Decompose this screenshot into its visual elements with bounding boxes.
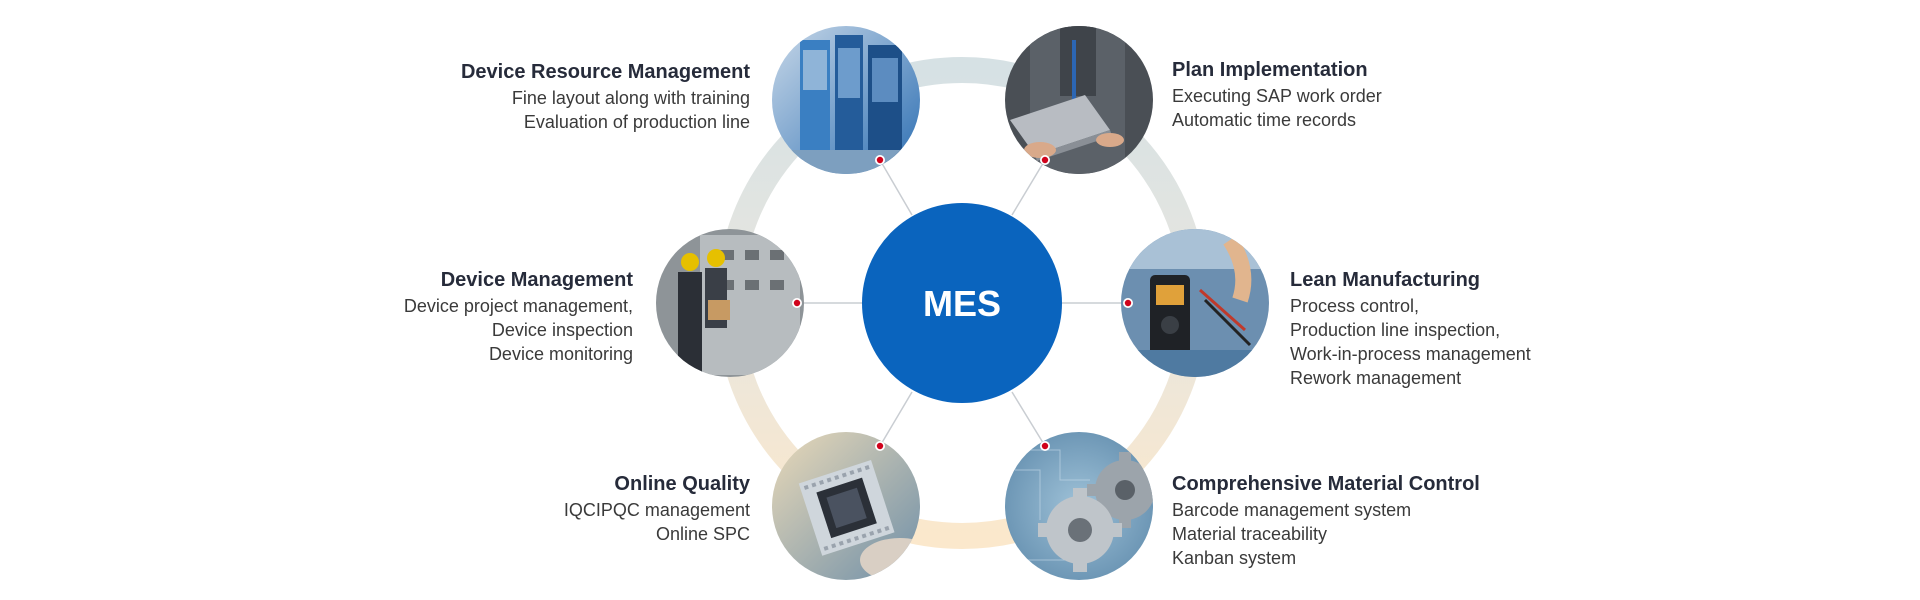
node-line: Process control, (1290, 296, 1420, 316)
mes-hub-label: MES (923, 283, 1001, 324)
node-line: Evaluation of production line (523, 112, 750, 132)
node-title: Online Quality (614, 473, 750, 495)
label-lean-manufacturing: Lean Manufacturing Process control, Prod… (1290, 268, 1710, 390)
worker-laptop-photo[interactable] (1005, 26, 1153, 174)
connector-online-quality (879, 391, 913, 447)
connector-device-resource-management (879, 159, 913, 216)
node-title: Device Management (440, 269, 633, 291)
node-line: IQCIPQC management (563, 500, 750, 520)
label-device-management: Device Management Device project managem… (213, 268, 633, 366)
multimeter-circuit-photo[interactable] (1121, 229, 1269, 377)
label-comprehensive-material-control: Comprehensive Material Control Barcode m… (1172, 472, 1592, 570)
node-line: Device monitoring (488, 344, 633, 364)
node-line: Device project management, (403, 296, 633, 316)
node-line: Rework management (1290, 368, 1462, 388)
engineers-control-panel-photo[interactable] (656, 229, 804, 377)
node-line: Kanban system (1172, 548, 1297, 568)
node-line: Fine layout along with training (511, 88, 750, 108)
node-line: Material traceability (1172, 524, 1328, 544)
connector-comprehensive-material-control (1011, 391, 1046, 447)
label-device-resource-management: Device Resource Management Fine layout a… (330, 60, 750, 134)
factory-cabinets-photo[interactable] (772, 26, 920, 174)
node-line: Production line inspection, (1290, 320, 1501, 340)
microchip-photo[interactable] (772, 432, 940, 582)
mes-hub[interactable] (862, 203, 1062, 403)
node-line: Automatic time records (1172, 110, 1357, 130)
node-line: Barcode management system (1172, 500, 1412, 520)
connectors (797, 159, 1128, 447)
connector-plan-implementation (1011, 159, 1046, 216)
node-title: Comprehensive Material Control (1172, 473, 1480, 495)
node-line: Executing SAP work order (1172, 86, 1382, 106)
gears-circuit-photo[interactable] (1005, 432, 1163, 580)
node-markers (792, 155, 1133, 451)
node-line: Device inspection (491, 320, 633, 340)
label-online-quality: Online Quality IQCIPQC management Online… (330, 472, 750, 546)
label-plan-implementation: Plan Implementation Executing SAP work o… (1172, 58, 1592, 132)
node-line: Work-in-process management (1290, 344, 1531, 364)
node-title: Lean Manufacturing (1290, 269, 1481, 291)
node-title: Device Resource Management (460, 61, 750, 83)
node-line: Online SPC (655, 524, 750, 544)
node-title: Plan Implementation (1172, 59, 1368, 81)
